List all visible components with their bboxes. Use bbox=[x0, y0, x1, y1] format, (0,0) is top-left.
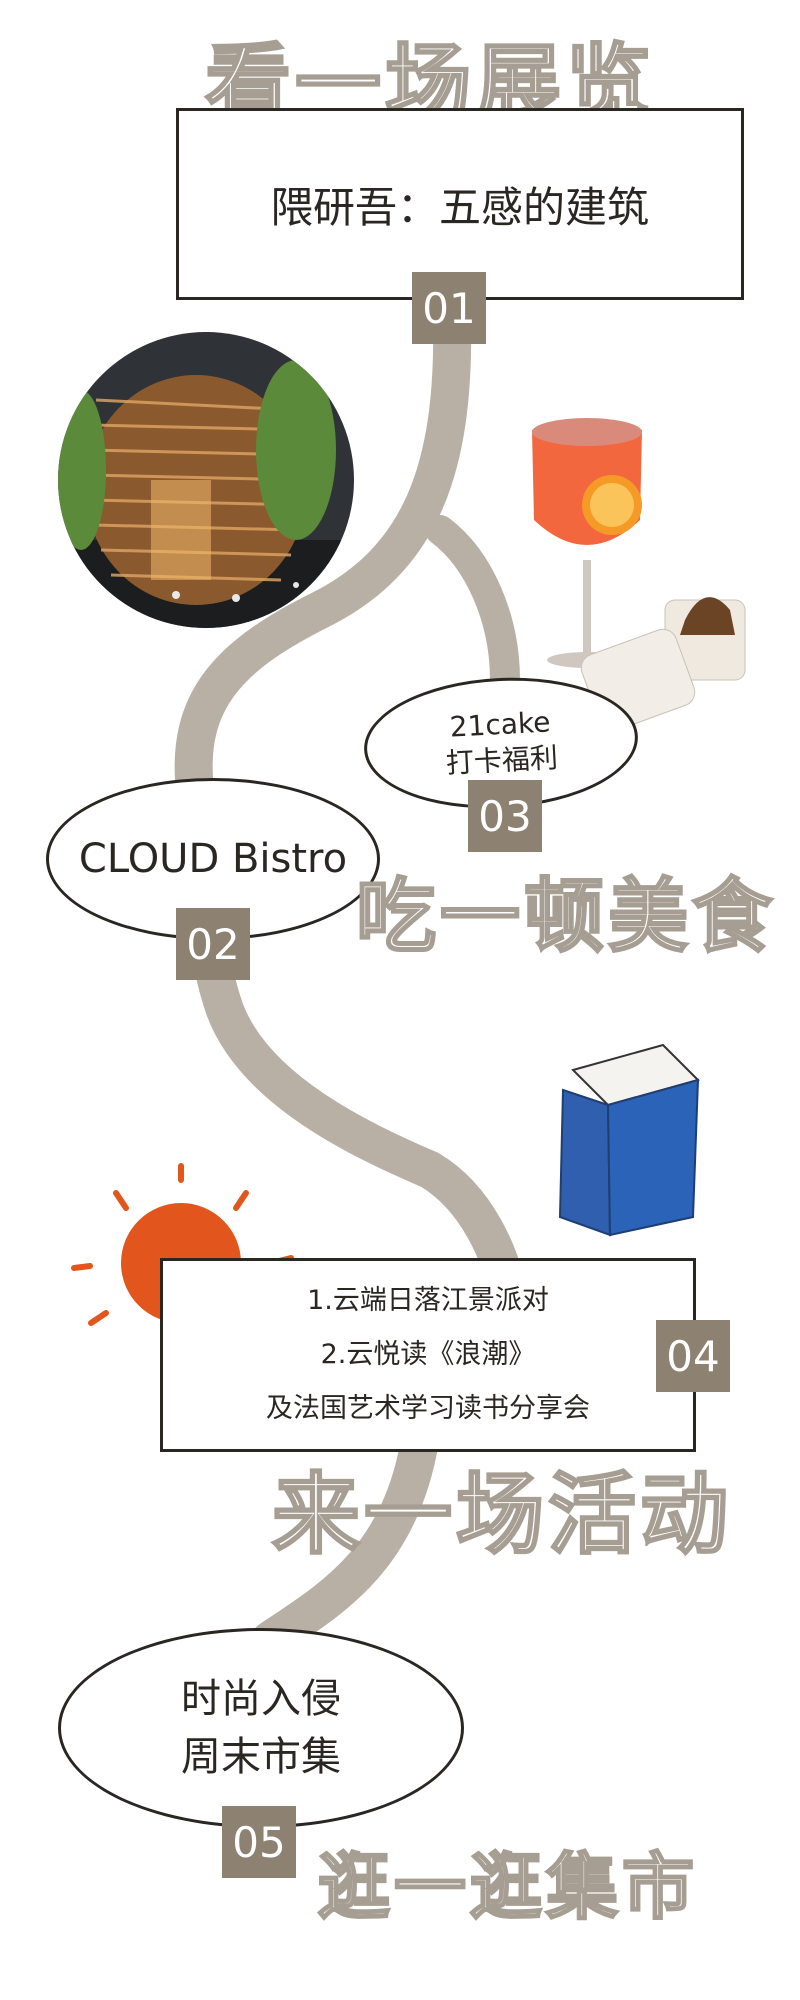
badge-05: 05 bbox=[222, 1806, 296, 1878]
badge-02: 02 bbox=[176, 908, 250, 980]
activity-box: 1.云端日落江景派对 2.云悦读《浪潮》 及法国艺术学习读书分享会 bbox=[160, 1258, 696, 1452]
activity-line-2: 2.云悦读《浪潮》 bbox=[320, 1339, 536, 1370]
bistro-name: CLOUD Bistro bbox=[78, 836, 348, 882]
heading-food: 吃一顿美食 bbox=[355, 869, 776, 965]
badge-03: 03 bbox=[468, 780, 542, 852]
spritz-cocktail-photo bbox=[532, 418, 642, 668]
heading-market: 逛一逛集市 bbox=[317, 1844, 699, 1931]
market-line-2: 周末市集 bbox=[181, 1734, 341, 1780]
activity-line-3: 及法国艺术学习读书分享会 bbox=[266, 1393, 590, 1424]
exhibition-title: 隈研吾：五感的建筑 bbox=[270, 182, 649, 232]
bistro-ellipse: CLOUD Bistro bbox=[46, 778, 380, 940]
cake-line-1: 21cake bbox=[448, 705, 552, 744]
market-line-1: 时尚入侵 bbox=[181, 1676, 341, 1722]
badge-01: 01 bbox=[412, 272, 486, 344]
market-ellipse: 时尚入侵 周末市集 bbox=[58, 1628, 464, 1828]
bamboo-pavilion-photo bbox=[58, 332, 354, 628]
blue-book-drawing bbox=[558, 1043, 700, 1237]
cake-line-2: 打卡福利 bbox=[445, 741, 559, 780]
exhibition-box: 隈研吾：五感的建筑 bbox=[176, 108, 744, 300]
heading-event: 来一场活动 bbox=[271, 1462, 733, 1568]
badge-04: 04 bbox=[656, 1320, 730, 1392]
activity-line-1: 1.云端日落江景派对 bbox=[307, 1285, 549, 1316]
